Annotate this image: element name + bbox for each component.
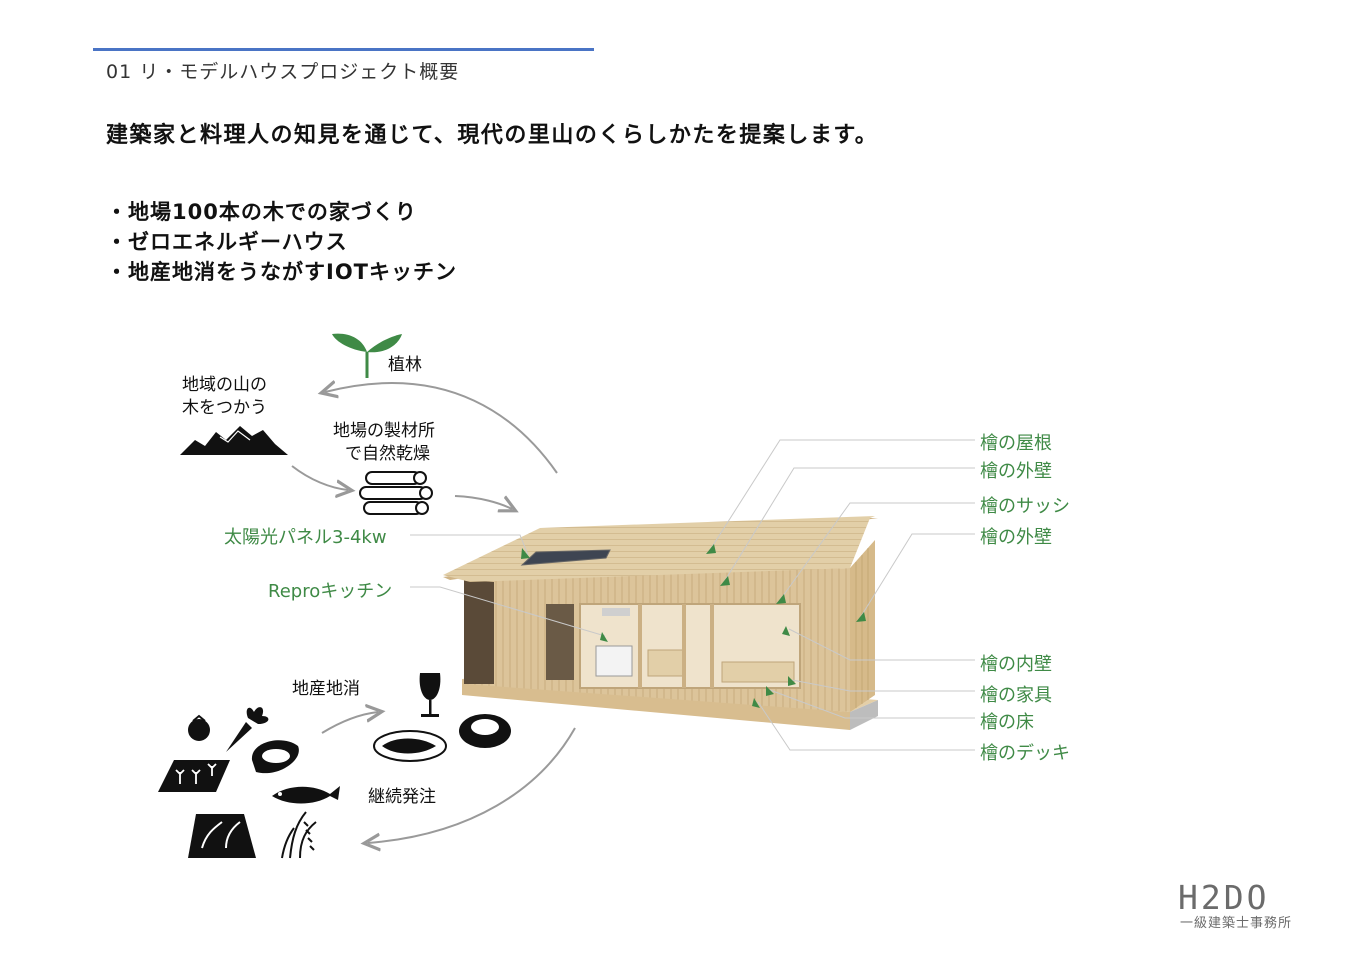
vegetable-field-icon — [188, 814, 256, 858]
sprout-icon — [332, 333, 402, 378]
fish-icon — [272, 786, 340, 804]
headline: 建築家と料理人の知見を通じて、現代の里山のくらしかたを提案します。 — [106, 123, 879, 148]
mountain-label-line1: 地域の山の — [182, 375, 267, 395]
fish-plate-icon — [373, 730, 447, 762]
house-model — [443, 516, 878, 730]
cycle-arrow-mountain — [291, 465, 348, 490]
callout-furniture: 檜の家具 — [980, 685, 1052, 706]
section-title: 01 リ・モデルハウスプロジェクト概要 — [106, 61, 460, 83]
field-sprouts-icon — [158, 760, 230, 792]
carrot-icon — [226, 707, 269, 752]
mountain-icon — [180, 426, 288, 455]
callout-roof: 檜の屋根 — [980, 433, 1052, 454]
callout-interior-wall: 檜の内壁 — [980, 654, 1052, 675]
cycle-arrow-planting — [325, 383, 558, 474]
continuous-order-label: 継続発注 — [368, 787, 436, 807]
callout-sash: 檜のサッシ — [980, 496, 1070, 517]
callout-deck: 檜のデッキ — [980, 743, 1070, 764]
callout-floor: 檜の床 — [980, 712, 1034, 733]
logs-icon — [359, 471, 433, 515]
leader-lines — [410, 439, 975, 751]
feature-item: ・ゼロエネルギーハウス — [106, 230, 348, 254]
mountain-label-line2: 木をつかう — [182, 398, 267, 418]
kitchen-label: Reproキッチン — [268, 581, 393, 602]
wine-glass-icon — [419, 673, 441, 717]
company-subtitle: 一級建築士事務所 — [1180, 916, 1293, 931]
local-consumption-label: 地産地消 — [292, 679, 360, 699]
rice-plant-icon — [281, 811, 317, 859]
steak-icon — [251, 740, 299, 774]
sawmill-label-line1: 地場の製材所 — [333, 421, 435, 441]
feature-item: ・地産地消をうながすIOTキッチン — [106, 260, 457, 284]
coffee-cup-icon — [459, 714, 511, 748]
company-logo: H2DO — [1178, 878, 1270, 917]
planting-label: 植林 — [388, 355, 422, 375]
header-rule — [93, 48, 594, 51]
sawmill-label-line2: で自然乾燥 — [345, 444, 430, 464]
callout-exterior-wall: 檜の外壁 — [980, 461, 1052, 482]
callout-markers — [521, 544, 866, 708]
feature-list: ・地場100本の木での家づくり ・ゼロエネルギーハウス ・地産地消をうながすIO… — [106, 197, 457, 287]
callout-exterior-wall-2: 檜の外壁 — [980, 527, 1052, 548]
solar-panel-label: 太陽光パネル3-4kw — [224, 527, 387, 548]
cycle-arrow-sawmill — [454, 495, 512, 509]
cycle-arrow-local — [321, 712, 378, 734]
feature-item: ・地場100本の木での家づくり — [106, 200, 417, 224]
tomato-icon — [188, 714, 210, 741]
cycle-arrow-order — [368, 727, 576, 843]
